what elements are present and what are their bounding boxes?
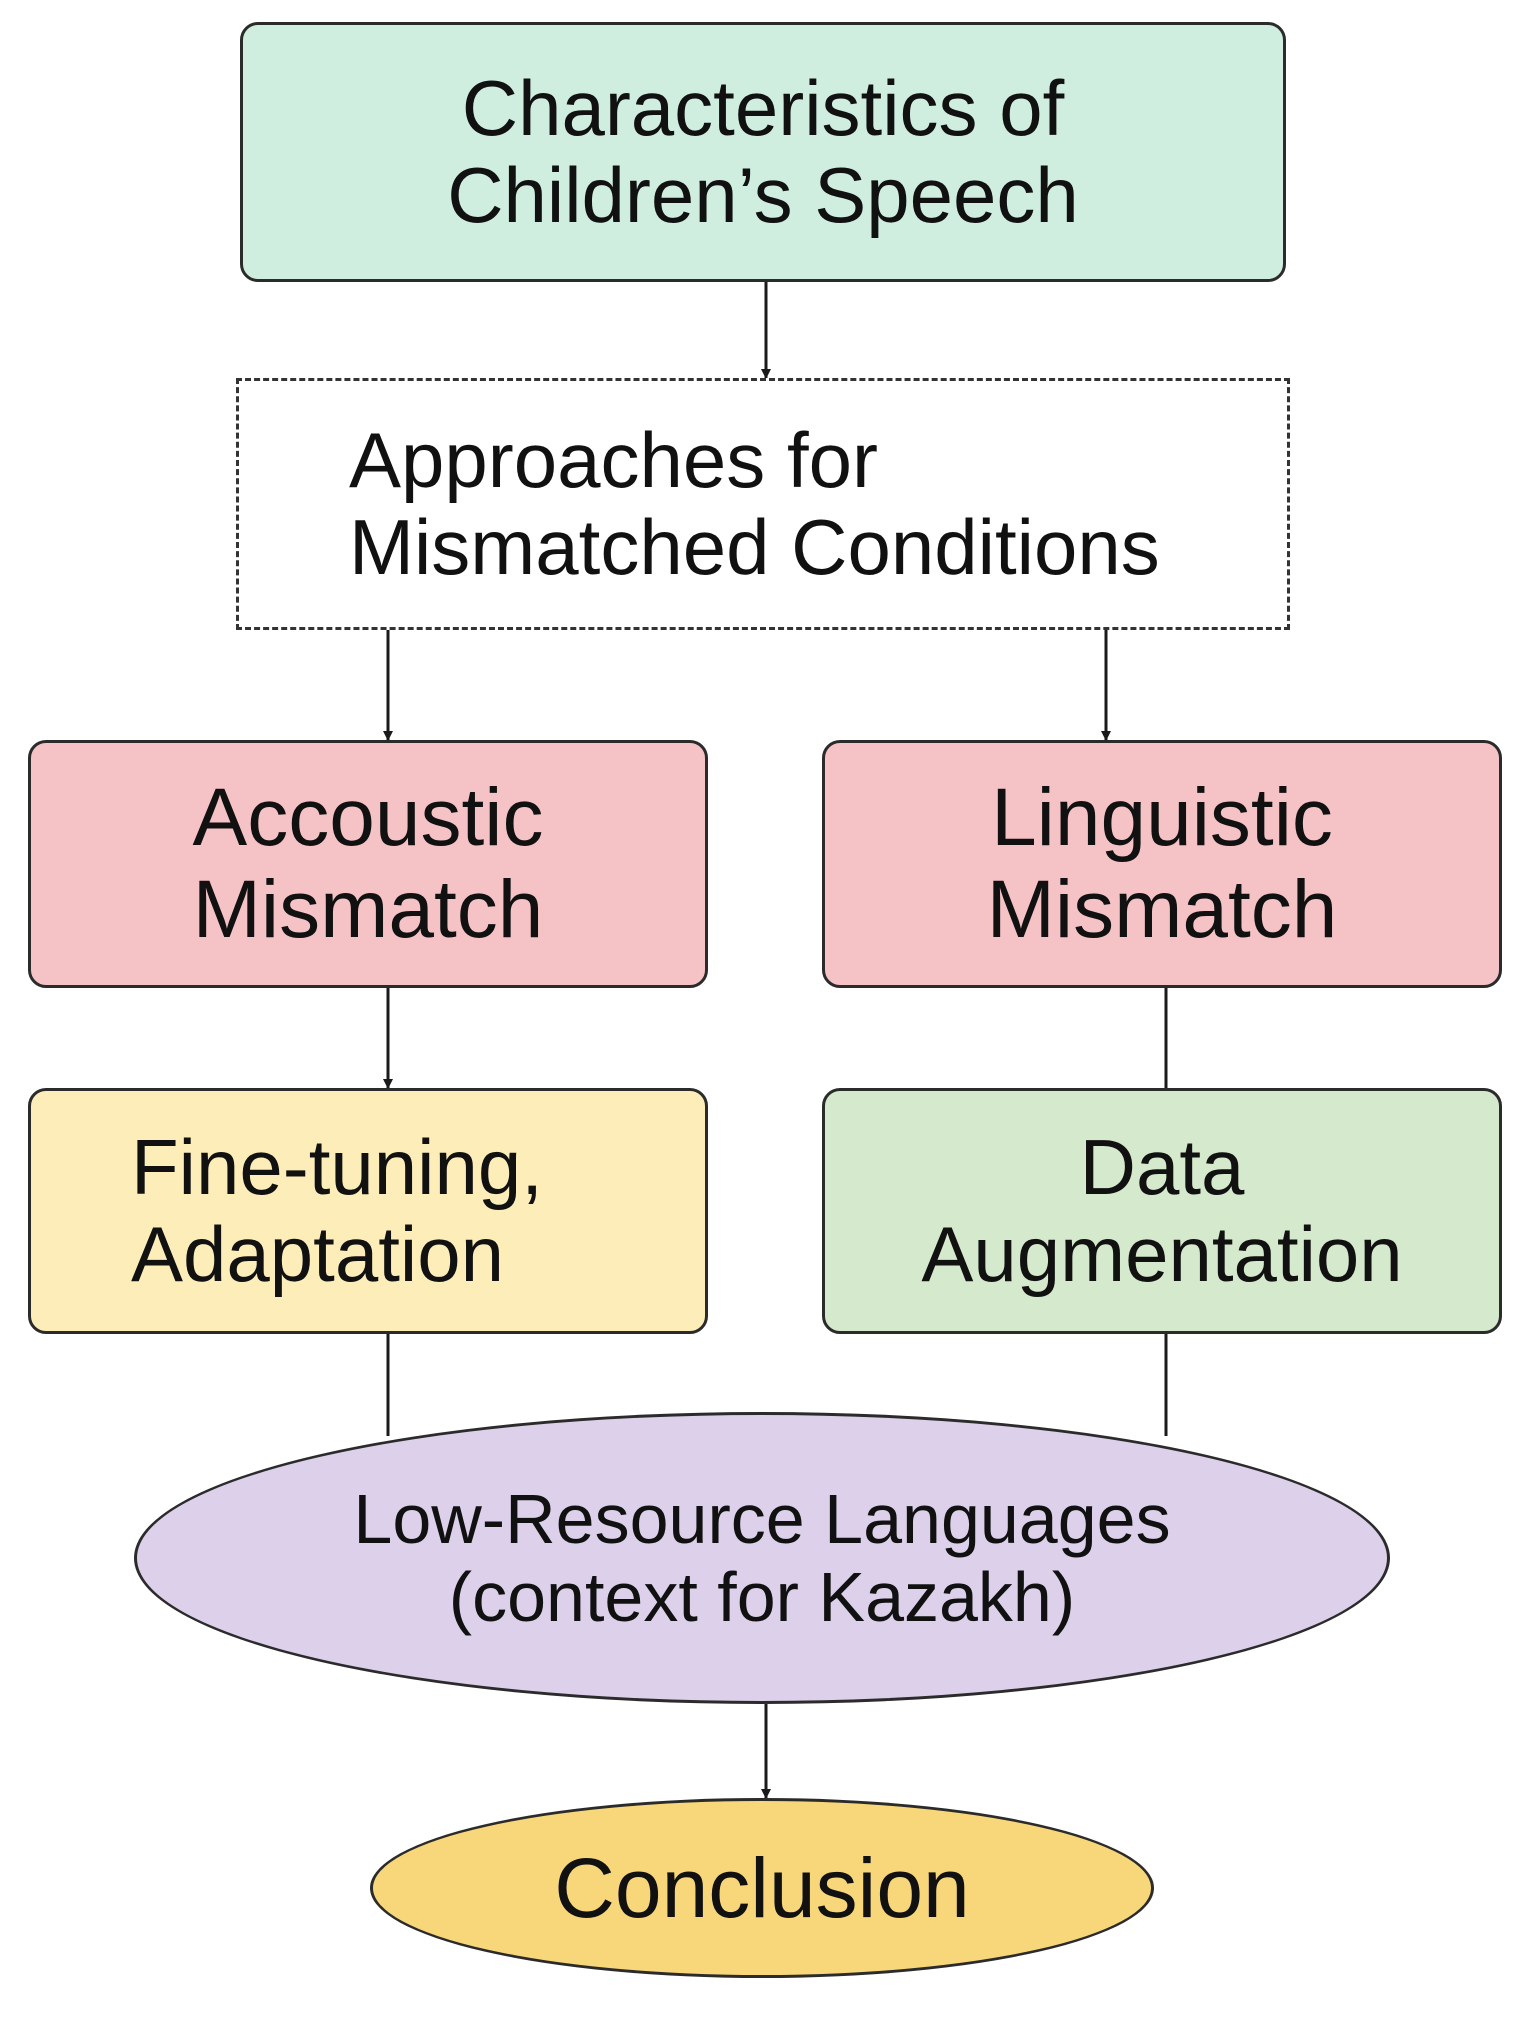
node-linguistic-mismatch: Linguistic Mismatch bbox=[822, 740, 1502, 988]
node-characteristics: Characteristics of Children’s Speech bbox=[240, 22, 1286, 282]
node-label-line: Fine-tuning, bbox=[131, 1122, 543, 1211]
node-label-line: Children’s Speech bbox=[447, 151, 1079, 239]
node-label-line: Approaches for bbox=[349, 415, 878, 504]
node-label-line: Accoustic bbox=[192, 772, 544, 864]
node-label-line: Conclusion bbox=[554, 1840, 970, 1935]
node-label-line: Mismatched Conditions bbox=[349, 503, 1160, 591]
node-label-line: (context for Kazakh) bbox=[448, 1558, 1076, 1636]
node-label-line: Mismatch bbox=[986, 864, 1338, 955]
node-approaches: Approaches for Mismatched Conditions bbox=[236, 378, 1290, 630]
node-label-line: Data bbox=[1079, 1122, 1245, 1211]
node-label-line: Linguistic bbox=[991, 772, 1333, 864]
node-fine-tuning-adaptation: Fine-tuning, Adaptation bbox=[28, 1088, 708, 1334]
node-label-line: Augmentation bbox=[921, 1210, 1403, 1298]
node-label-line: Low-Resource Languages bbox=[353, 1479, 1171, 1558]
node-label-line: Characteristics of bbox=[461, 63, 1065, 152]
node-conclusion: Conclusion bbox=[370, 1798, 1154, 1978]
node-low-resource-languages: Low-Resource Languages (context for Kaza… bbox=[134, 1412, 1390, 1704]
node-label-line: Mismatch bbox=[192, 864, 544, 955]
node-label-line: Adaptation bbox=[131, 1210, 504, 1298]
node-acoustic-mismatch: Accoustic Mismatch bbox=[28, 740, 708, 988]
node-data-augmentation: Data Augmentation bbox=[822, 1088, 1502, 1334]
